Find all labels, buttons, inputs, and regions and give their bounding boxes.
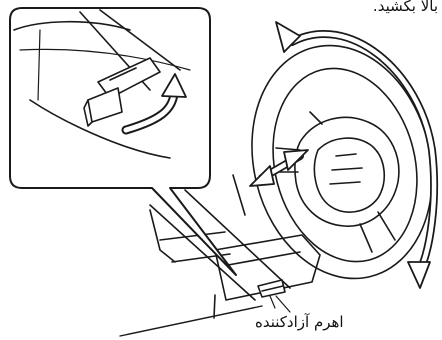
release-lever	[258, 280, 285, 308]
steering-wheel	[228, 26, 442, 298]
release-lever-label: اهرم آزادکننده	[255, 313, 344, 331]
instruction-caption: بالا بکشید.	[373, 0, 438, 15]
lever-label-pointer	[276, 296, 290, 312]
detail-callout	[10, 8, 236, 275]
